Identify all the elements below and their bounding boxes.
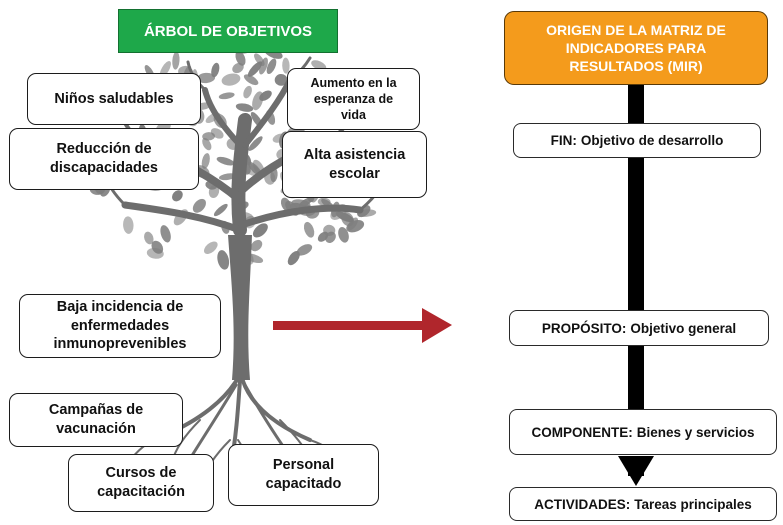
mir-proposito-desc: Objetivo general [630, 320, 737, 336]
mir-level-componente: COMPONENTE: Bienes y servicios [509, 409, 777, 455]
objective-cursos-line2: capacitación [97, 484, 185, 500]
tree-trunk [228, 235, 252, 380]
objective-personal-capacitado: Personal capacitado [228, 444, 379, 506]
objective-personal-line1: Personal [272, 457, 335, 474]
objective-esperanza-line3: vida [340, 108, 366, 123]
mir-arrowhead [618, 456, 654, 486]
mir-connector-2 [628, 156, 644, 312]
objective-personal-line2: capacitado [265, 476, 342, 492]
mir-proposito-label: PROPÓSITO: [541, 320, 627, 336]
mir-level-fin: FIN: Objetivo de desarrollo [513, 123, 761, 158]
mir-level-proposito: PROPÓSITO: Objetivo general [509, 310, 769, 346]
mir-level-actividades: ACTIVIDADES: Tareas principales [509, 487, 777, 521]
arbol-objetivos-title: ÁRBOL DE OBJETIVOS [118, 9, 338, 53]
mir-origin-title: ORIGEN DE LA MATRIZ DE INDICADORES PARA … [504, 11, 768, 85]
objective-ninos-saludables: Niños saludables [27, 73, 201, 125]
objective-alta-asistencia: Alta asistencia escolar [282, 131, 427, 198]
objective-incidencia-line3: inmunoprevenibles [53, 336, 187, 353]
red-arrow-shaft [273, 321, 425, 330]
objective-ninos-text: Niños saludables [54, 90, 174, 107]
objective-baja-incidencia: Baja incidencia de enfermedades inmunopr… [19, 294, 221, 358]
red-arrow-head [422, 308, 452, 343]
mir-fin-label: FIN: [550, 133, 577, 148]
objective-cursos-line1: Cursos de [105, 465, 177, 482]
objective-cursos-capacitacion: Cursos de capacitación [68, 454, 214, 512]
objective-reduccion-discapacidades: Reducción de discapacidades [9, 128, 199, 190]
mir-actividades-label: ACTIVIDADES: [534, 496, 631, 512]
mir-fin-desc: Objetivo de desarrollo [580, 133, 724, 148]
objective-campanas-vacunacion: Campañas de vacunación [9, 393, 183, 447]
objective-esperanza-line1: Aumento en la [310, 75, 397, 90]
objective-asistencia-line1: Alta asistencia [303, 146, 406, 163]
objective-incidencia-line2: enfermedades [70, 317, 170, 334]
objective-reduccion-line2: discapacidades [50, 160, 158, 176]
objective-campanas-line2: vacunación [56, 421, 136, 437]
objective-reduccion-line1: Reducción de [56, 141, 152, 158]
objective-asistencia-line2: escolar [329, 165, 380, 182]
mir-connector-3 [628, 344, 644, 410]
objective-esperanza-line2: esperanza de [313, 91, 394, 106]
objective-campanas-line1: Campañas de [48, 402, 144, 419]
objective-esperanza-vida: Aumento en la esperanza de vida [287, 68, 420, 130]
objective-incidencia-line1: Baja incidencia de [56, 298, 184, 315]
mir-componente-desc: Bienes y servicios [636, 424, 755, 440]
mir-connector-1 [628, 84, 644, 124]
mir-actividades-desc: Tareas principales [634, 496, 752, 512]
mir-componente-label: COMPONENTE: [531, 424, 633, 440]
